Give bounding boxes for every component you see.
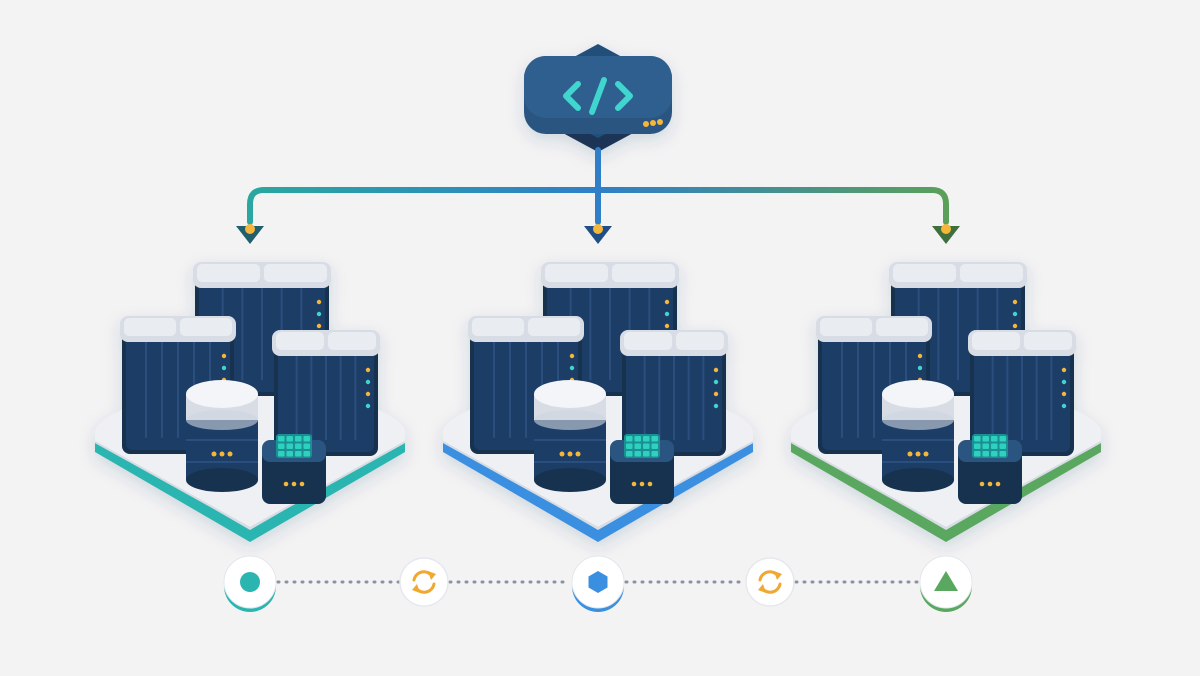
chip-grid-icon (276, 434, 312, 458)
cluster-env-3 (790, 262, 1102, 542)
server-right-env-3[interactable] (968, 330, 1076, 456)
down-arrow-markers (236, 224, 960, 244)
stage-marker-env-1[interactable] (223, 555, 277, 612)
chip-grid-icon (972, 434, 1008, 458)
cluster-env-2 (442, 262, 754, 542)
compute-node-env-2[interactable] (610, 434, 674, 504)
stage-marker-env-3[interactable] (919, 555, 973, 612)
cluster-env-1 (94, 262, 406, 542)
database-env-1[interactable] (186, 380, 258, 492)
sync-icon (412, 570, 436, 594)
database-env-3[interactable] (882, 380, 954, 492)
triangle-icon (934, 571, 958, 591)
circle-icon (240, 572, 260, 592)
database-env-2[interactable] (534, 380, 606, 492)
arrow-env-2 (584, 224, 612, 244)
sync-icon (758, 570, 782, 594)
sync-step-1[interactable] (399, 557, 449, 607)
compute-node-env-3[interactable] (958, 434, 1022, 504)
pipeline-timeline (223, 555, 973, 612)
chip-grid-icon (624, 434, 660, 458)
server-right-env-2[interactable] (620, 330, 728, 456)
source-node[interactable] (524, 44, 672, 152)
status-dots (643, 119, 663, 127)
branch-connectors (247, 147, 949, 225)
arrow-env-1 (236, 224, 264, 244)
server-right-env-1[interactable] (272, 330, 380, 456)
arrow-env-3 (932, 224, 960, 244)
sync-step-2[interactable] (745, 557, 795, 607)
environment-clusters (94, 262, 1102, 542)
compute-node-env-1[interactable] (262, 434, 326, 504)
hexagon-icon (588, 571, 608, 593)
code-brackets-icon (563, 77, 633, 115)
stage-marker-env-2[interactable] (571, 555, 625, 612)
